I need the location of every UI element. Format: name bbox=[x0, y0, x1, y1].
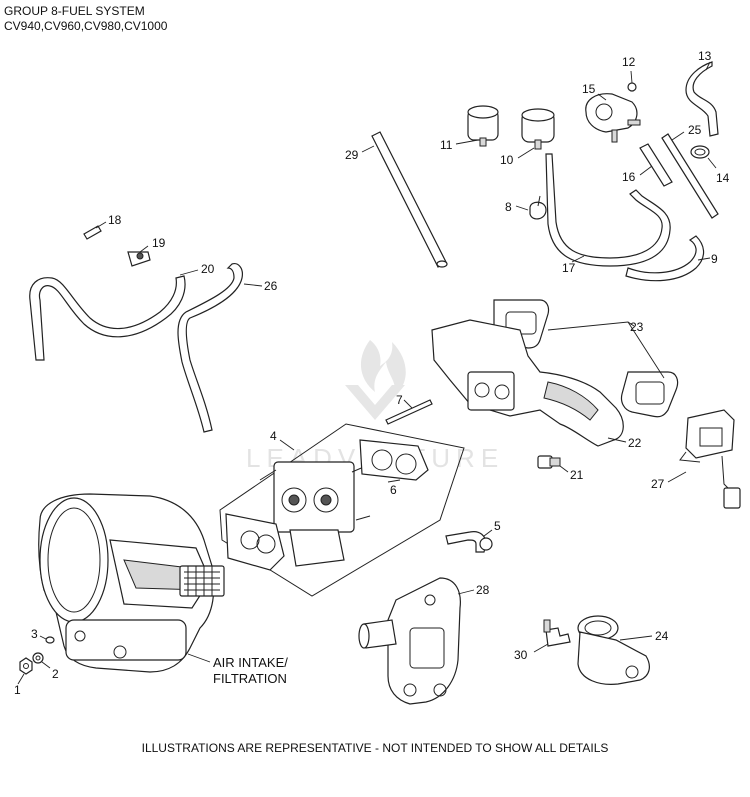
callout-18: 18 bbox=[108, 213, 122, 227]
part-13-hose bbox=[685, 61, 719, 137]
callout-25: 25 bbox=[688, 123, 702, 137]
callout-22: 22 bbox=[628, 436, 642, 450]
part-17-fuel-line bbox=[545, 153, 671, 267]
callout-17: 17 bbox=[562, 261, 576, 275]
callout-9: 9 bbox=[711, 252, 718, 266]
part-2-washer bbox=[32, 652, 51, 669]
callout-29: 29 bbox=[345, 148, 359, 162]
air-intake-line-1: AIR INTAKE/ bbox=[213, 655, 288, 670]
part-16-hose bbox=[639, 143, 673, 187]
callout-28: 28 bbox=[476, 583, 490, 597]
part-10-fuel-filter bbox=[517, 108, 555, 159]
part-29-tube bbox=[361, 131, 448, 268]
part-6-gasket bbox=[359, 439, 429, 483]
air-cleaner-assembly bbox=[38, 493, 225, 673]
part-14-clamp bbox=[690, 145, 717, 169]
part-7-stud bbox=[385, 399, 433, 425]
air-intake-label: AIR INTAKE/ FILTRATION bbox=[213, 655, 288, 687]
callout-20: 20 bbox=[201, 262, 215, 276]
group-title: GROUP 8-FUEL SYSTEM bbox=[4, 4, 145, 18]
callout-8: 8 bbox=[505, 200, 512, 214]
callout-16: 16 bbox=[622, 170, 636, 184]
part-24-adapter bbox=[577, 615, 653, 685]
callout-5: 5 bbox=[494, 519, 501, 533]
callout-21: 21 bbox=[570, 468, 584, 482]
part-28-bracket-plate bbox=[358, 577, 475, 705]
part-5-elbow bbox=[445, 529, 493, 553]
disclaimer-footer: ILLUSTRATIONS ARE REPRESENTATIVE - NOT I… bbox=[141, 741, 609, 755]
part-26-hose bbox=[177, 263, 263, 433]
part-30-fitting bbox=[533, 619, 571, 653]
model-list: CV940,CV960,CV980,CV1000 bbox=[4, 19, 168, 33]
callout-24: 24 bbox=[655, 629, 669, 643]
part-8-clip bbox=[515, 195, 547, 220]
callout-12: 12 bbox=[622, 55, 636, 69]
part-15-fuel-pump bbox=[585, 93, 641, 143]
callout-15: 15 bbox=[582, 82, 596, 96]
callout-11: 11 bbox=[440, 138, 453, 152]
callout-7: 7 bbox=[396, 393, 403, 407]
callout-10: 10 bbox=[500, 153, 514, 167]
part-22-intake-manifold bbox=[431, 319, 627, 447]
callout-1: 1 bbox=[14, 683, 21, 697]
callout-23: 23 bbox=[630, 320, 644, 334]
part-21-fitting bbox=[537, 455, 569, 473]
part-19-clip bbox=[127, 245, 151, 267]
callout-26: 26 bbox=[264, 279, 278, 293]
callout-19: 19 bbox=[152, 236, 166, 250]
part-9-fuel-line bbox=[625, 235, 711, 282]
part-25-hose bbox=[661, 131, 719, 219]
diagram-header: GROUP 8-FUEL SYSTEM CV940,CV960,CV980,CV… bbox=[4, 4, 167, 34]
air-intake-line-2: FILTRATION bbox=[213, 671, 287, 686]
part-1-nut bbox=[17, 657, 33, 685]
part-18-pin bbox=[83, 221, 107, 240]
callout-4: 4 bbox=[270, 429, 277, 443]
part-12-bolt bbox=[627, 70, 637, 92]
part-4-carburetor-assembly bbox=[219, 423, 465, 597]
callout-labels: 1 2 3 4 5 6 7 8 9 10 11 12 13 14 15 16 1… bbox=[14, 49, 730, 697]
callout-13: 13 bbox=[698, 49, 712, 63]
callout-30: 30 bbox=[514, 648, 528, 662]
callout-3: 3 bbox=[31, 627, 38, 641]
part-3-washer bbox=[39, 635, 55, 644]
carburetor-base-gasket bbox=[225, 513, 285, 571]
part-27-sensor bbox=[667, 409, 741, 509]
callout-6: 6 bbox=[390, 483, 397, 497]
part-20-vent-hose bbox=[29, 269, 199, 361]
callout-2: 2 bbox=[52, 667, 59, 681]
part-11-fuel-filter bbox=[455, 105, 499, 147]
callout-27: 27 bbox=[651, 477, 665, 491]
callout-14: 14 bbox=[716, 171, 730, 185]
